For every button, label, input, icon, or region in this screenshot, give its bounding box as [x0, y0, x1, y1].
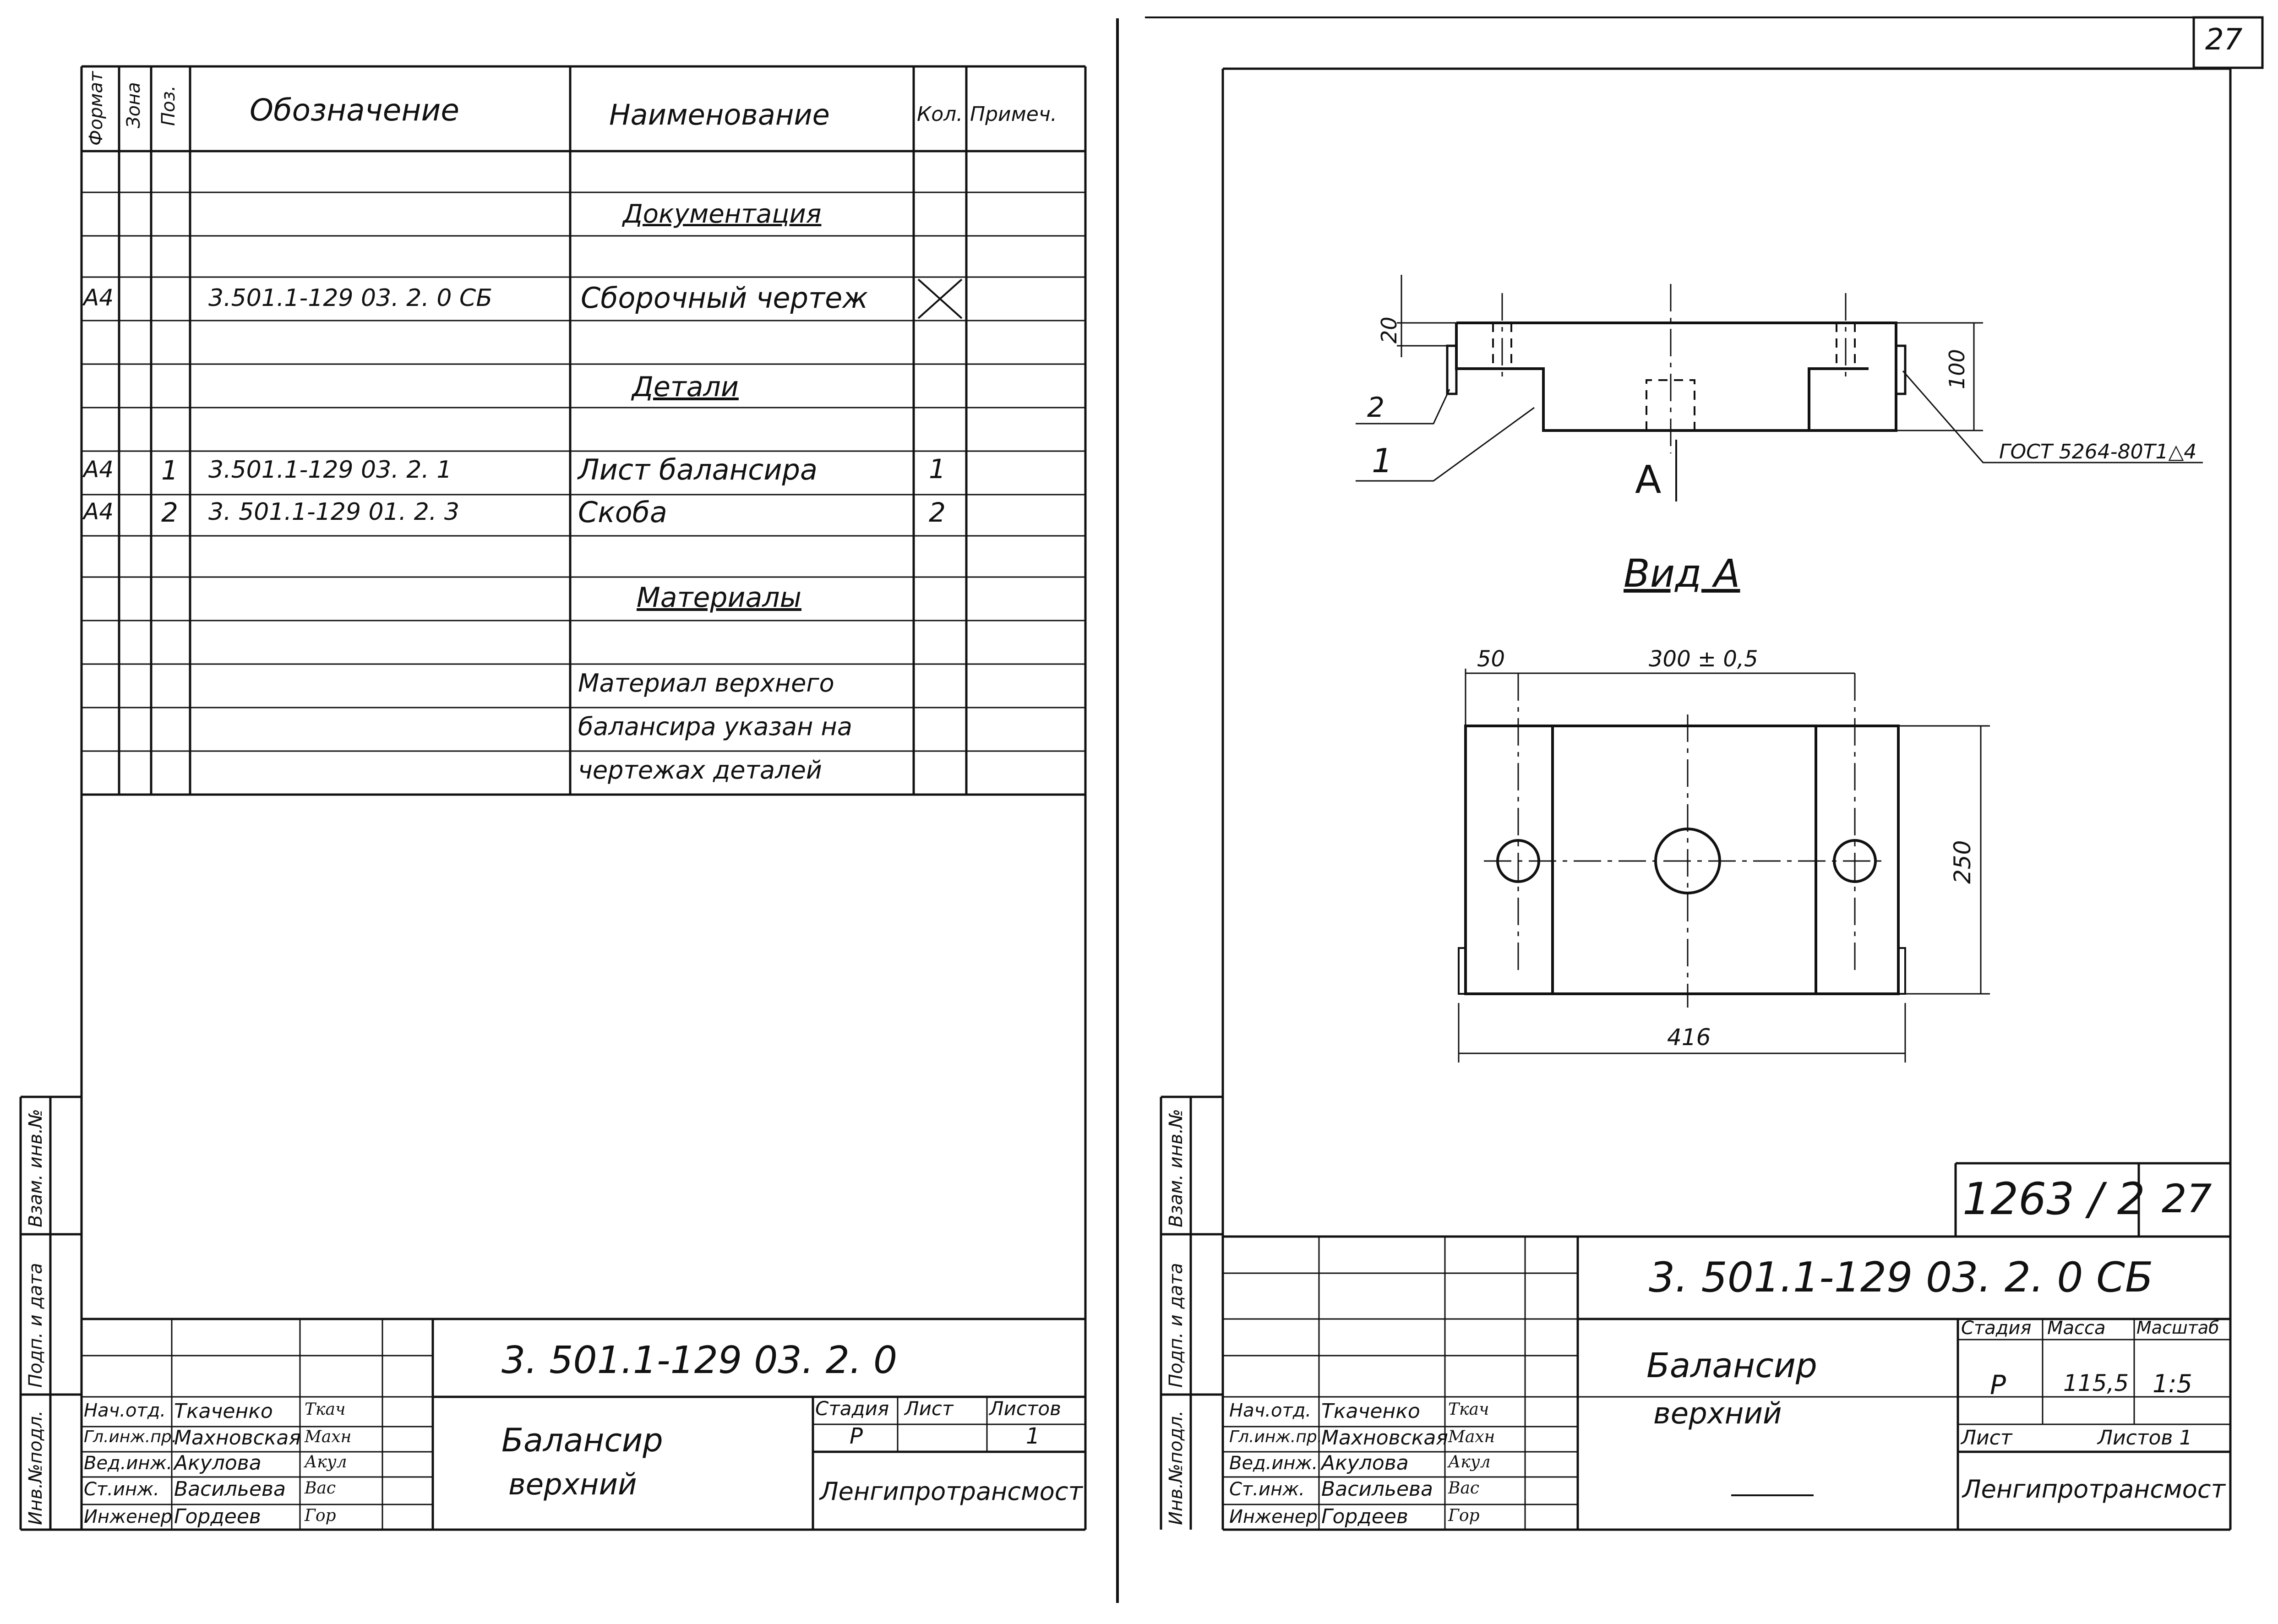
left-stamp-podp: Подп. и дата: [25, 1263, 46, 1388]
left-stage-label: Стадия: [815, 1397, 889, 1420]
left-stamp-vzam: Взам. инв.№: [25, 1109, 46, 1227]
left-sig-role-5: Инженер: [84, 1506, 172, 1527]
row1-designation: 3.501.1-129 03. 2. 0 СБ: [208, 284, 492, 312]
right-sig-role-5: Инженер: [1229, 1506, 1318, 1527]
right-sig-sign-4: Вас: [1448, 1479, 1480, 1498]
right-sheets-label: Листов 1: [2098, 1426, 2192, 1450]
right-sig-sign-3: Акул: [1448, 1453, 1491, 1471]
row3-designation: 3. 501.1-129 01. 2. 3: [208, 498, 460, 526]
left-sig-role-3: Вед.инж.: [84, 1453, 173, 1474]
section-label-A: А: [1635, 457, 1662, 502]
row3-format: А4: [83, 498, 114, 525]
left-sig-name-4: Васильева: [174, 1477, 286, 1501]
col-header-format: Формат: [86, 71, 107, 146]
col-header-qty: Кол.: [917, 103, 963, 126]
right-sig-name-3: Акулова: [1321, 1451, 1409, 1475]
material-note-line2: балансира указан на: [578, 712, 852, 741]
pos-label-2: 2: [1367, 392, 1385, 424]
row1-name: Сборочный чертеж: [581, 281, 868, 315]
right-sig-name-5: Гордеев: [1321, 1505, 1408, 1528]
right-title-line2: верхний: [1653, 1397, 1782, 1431]
left-org: Ленгипротрансмост: [820, 1477, 1083, 1506]
left-title-line2: верхний: [508, 1468, 637, 1502]
row2-format: А4: [83, 456, 114, 483]
right-org: Ленгипротрансмост: [1962, 1475, 2225, 1504]
left-sig-sign-1: Ткач: [305, 1400, 346, 1419]
right-sig-name-2: Махновская: [1321, 1426, 1448, 1450]
album-sheet: 27: [2162, 1176, 2212, 1222]
left-sig-sign-4: Вас: [305, 1479, 336, 1498]
right-sig-role-3: Вед.инж.: [1229, 1453, 1318, 1474]
right-sig-name-4: Васильева: [1321, 1477, 1433, 1501]
right-stage: Р: [1990, 1369, 2006, 1401]
col-header-zone: Зона: [123, 82, 144, 128]
left-sheet-label: Лист: [905, 1397, 954, 1420]
section-materials: Материалы: [637, 582, 801, 614]
right-title-line1: Балансир: [1646, 1346, 1817, 1385]
col-header-pos: Поз.: [158, 85, 179, 126]
right-scale-label: Масштаб: [2136, 1318, 2219, 1338]
row2-designation: 3.501.1-129 03. 2. 1: [208, 456, 452, 484]
dim-300: 300 ± 0,5: [1649, 646, 1758, 672]
right-stamp-vzam: Взам. инв.№: [1166, 1109, 1187, 1227]
right-title-code: 3. 501.1-129 03. 2. 0 СБ: [1649, 1253, 2153, 1302]
view-A-label: Вид А: [1624, 551, 1740, 596]
left-sig-name-2: Махновская: [174, 1426, 301, 1450]
section-documentation: Документация: [623, 199, 822, 229]
right-stamp-podp: Подп. и дата: [1166, 1263, 1187, 1388]
left-sheets: 1: [1026, 1423, 1040, 1449]
section-details: Детали: [632, 371, 739, 403]
weld-note: ГОСТ 5264-80Т1△4: [1999, 440, 2197, 463]
row1-format: А4: [83, 284, 114, 311]
left-sig-name-1: Ткаченко: [174, 1400, 273, 1423]
left-title-line1: Балансир: [501, 1422, 663, 1459]
right-stage-label: Стадия: [1961, 1318, 2032, 1339]
left-title-code: 3. 501.1-129 03. 2. 0: [501, 1339, 898, 1382]
row3-name: Скоба: [578, 496, 667, 529]
right-sig-sign-2: Махн: [1448, 1428, 1495, 1446]
col-header-note: Примеч.: [970, 103, 1057, 126]
row3-pos: 2: [161, 497, 178, 528]
left-sig-sign-5: Гор: [305, 1506, 336, 1525]
left-stamp-inv: Инв.№подл.: [25, 1410, 46, 1525]
left-sig-role-1: Нач.отд.: [84, 1400, 166, 1421]
col-header-designation: Обозначение: [250, 93, 459, 128]
left-sig-name-5: Гордеев: [174, 1505, 261, 1528]
left-sig-role-2: Гл.инж.пр.: [84, 1428, 177, 1446]
right-sig-role-4: Ст.инж.: [1229, 1479, 1305, 1500]
left-sheets-label: Листов: [989, 1397, 1061, 1420]
right-mass: 115,5: [2063, 1370, 2129, 1396]
right-sig-sign-5: Гор: [1448, 1506, 1480, 1525]
left-sig-sign-2: Махн: [305, 1428, 352, 1446]
material-note-line3: чертежах деталей: [578, 756, 822, 785]
right-scale: 1:5: [2153, 1369, 2192, 1398]
left-sig-name-3: Акулова: [174, 1451, 262, 1475]
dim-100: 100: [1945, 349, 1969, 389]
row2-pos: 1: [161, 455, 178, 486]
material-note-line1: Материал верхнего: [578, 669, 834, 698]
album-number: 1263 / 2: [1962, 1173, 2145, 1225]
col-header-name: Наименование: [609, 98, 830, 131]
dim-20: 20: [1377, 316, 1401, 343]
left-sig-role-4: Ст.инж.: [84, 1479, 159, 1500]
row2-qty: 1: [929, 453, 946, 485]
right-sig-role-2: Гл.инж.пр.: [1229, 1428, 1323, 1446]
page-number: 27: [2205, 23, 2243, 57]
right-sig-sign-1: Ткач: [1448, 1400, 1489, 1419]
right-sig-name-1: Ткаченко: [1321, 1400, 1420, 1423]
pos-label-1: 1: [1372, 441, 1393, 480]
right-sig-role-1: Нач.отд.: [1229, 1400, 1312, 1421]
dim-50: 50: [1477, 646, 1505, 672]
right-mass-label: Масса: [2047, 1318, 2106, 1339]
left-stage: Р: [850, 1423, 863, 1449]
row3-qty: 2: [929, 497, 946, 528]
right-sheet-label: Лист: [1961, 1426, 2012, 1450]
dim-250: 250: [1949, 840, 1976, 884]
left-sig-sign-3: Акул: [305, 1453, 347, 1471]
right-stamp-inv: Инв.№подл.: [1166, 1410, 1187, 1525]
dim-416: 416: [1667, 1024, 1711, 1051]
row2-name: Лист балансира: [578, 453, 817, 486]
